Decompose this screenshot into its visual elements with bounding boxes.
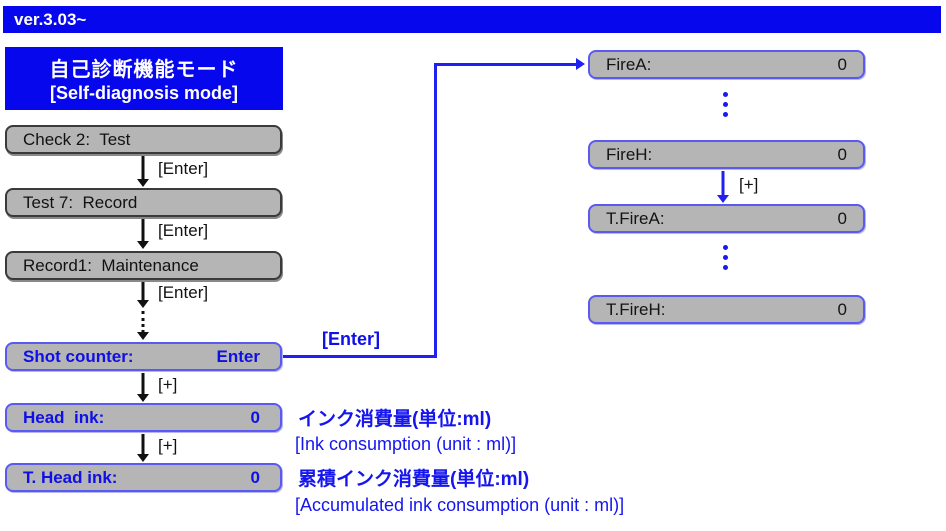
enter-key-label: [Enter] [158, 283, 209, 302]
node-value: 0 [837, 208, 847, 228]
enter-key-label: [Enter] [158, 159, 209, 178]
ellipsis-dots-icon [723, 92, 728, 117]
node-label: FireH: [606, 144, 653, 164]
annotation-ink-consumption-jp: インク消費量(単位:ml) [298, 409, 492, 430]
node-record1-maintenance: Record1: Maintenance [5, 251, 282, 280]
node-t-fire-h: T.FireH: 0 [588, 295, 865, 324]
title-english: [Self-diagnosis mode] [49, 83, 238, 103]
node-label: Shot counter: [23, 346, 134, 366]
annotation-ink-consumption-en: [Ink consumption (unit : ml)] [295, 434, 517, 454]
node-head-ink: Head ink: 0 [5, 403, 282, 432]
node-t-fire-a: T.FireA: 0 [588, 204, 865, 233]
node-value: 0 [250, 407, 260, 427]
node-t-head-ink: T. Head ink: 0 [5, 463, 282, 492]
node-value: 0 [837, 54, 847, 74]
node-test7-record: Test 7: Record [5, 188, 282, 217]
node-label: Check 2: Test [23, 129, 131, 149]
title-japanese: 自己診断機能モード [49, 59, 239, 81]
down-arrow-icon [136, 373, 150, 402]
blue-down-arrow-icon [716, 171, 730, 203]
node-value: 0 [250, 467, 260, 487]
node-label: FireA: [606, 54, 652, 74]
connector-enter-label: [Enter] [322, 329, 380, 349]
down-arrow-icon [136, 434, 150, 462]
node-label: T.FireA: [606, 208, 665, 228]
node-fire-h: FireH: 0 [588, 140, 865, 169]
node-label: T. Head ink: [23, 467, 118, 487]
node-label: T.FireH: [606, 299, 666, 319]
version-label: ver.3.03~ [14, 9, 87, 29]
down-arrow-icon [136, 156, 150, 187]
plus-key-label: [+] [158, 436, 178, 455]
version-bar: ver.3.03~ [3, 6, 941, 33]
ellipsis-dots-icon [723, 245, 728, 270]
plus-key-label: [+] [739, 175, 759, 194]
node-fire-a: FireA: 0 [588, 50, 865, 79]
node-value: Enter [216, 346, 260, 366]
title-box: 自己診断機能モード [Self-diagnosis mode] [5, 47, 283, 110]
down-arrow-icon [136, 219, 150, 249]
node-check2-test: Check 2: Test [5, 125, 282, 154]
right-arrowhead-icon [576, 58, 585, 70]
dotted-down-arrow-icon [136, 311, 150, 340]
node-label: Head ink: [23, 407, 105, 427]
node-label: Test 7: Record [23, 192, 138, 212]
node-shot-counter: Shot counter: Enter [5, 342, 282, 371]
annotation-accumulated-en: [Accumulated ink consumption (unit : ml)… [295, 495, 625, 515]
node-label: Record1: Maintenance [23, 255, 199, 275]
node-value: 0 [837, 144, 847, 164]
connector-line-top [434, 63, 576, 66]
plus-key-label: [+] [158, 375, 178, 394]
annotation-accumulated-jp: 累積インク消費量(単位:ml) [298, 469, 530, 490]
enter-key-label: [Enter] [158, 221, 209, 240]
connector-line-bottom [283, 355, 437, 358]
node-value: 0 [837, 299, 847, 319]
connector-line-vertical [434, 63, 437, 358]
down-arrow-icon [136, 282, 150, 308]
